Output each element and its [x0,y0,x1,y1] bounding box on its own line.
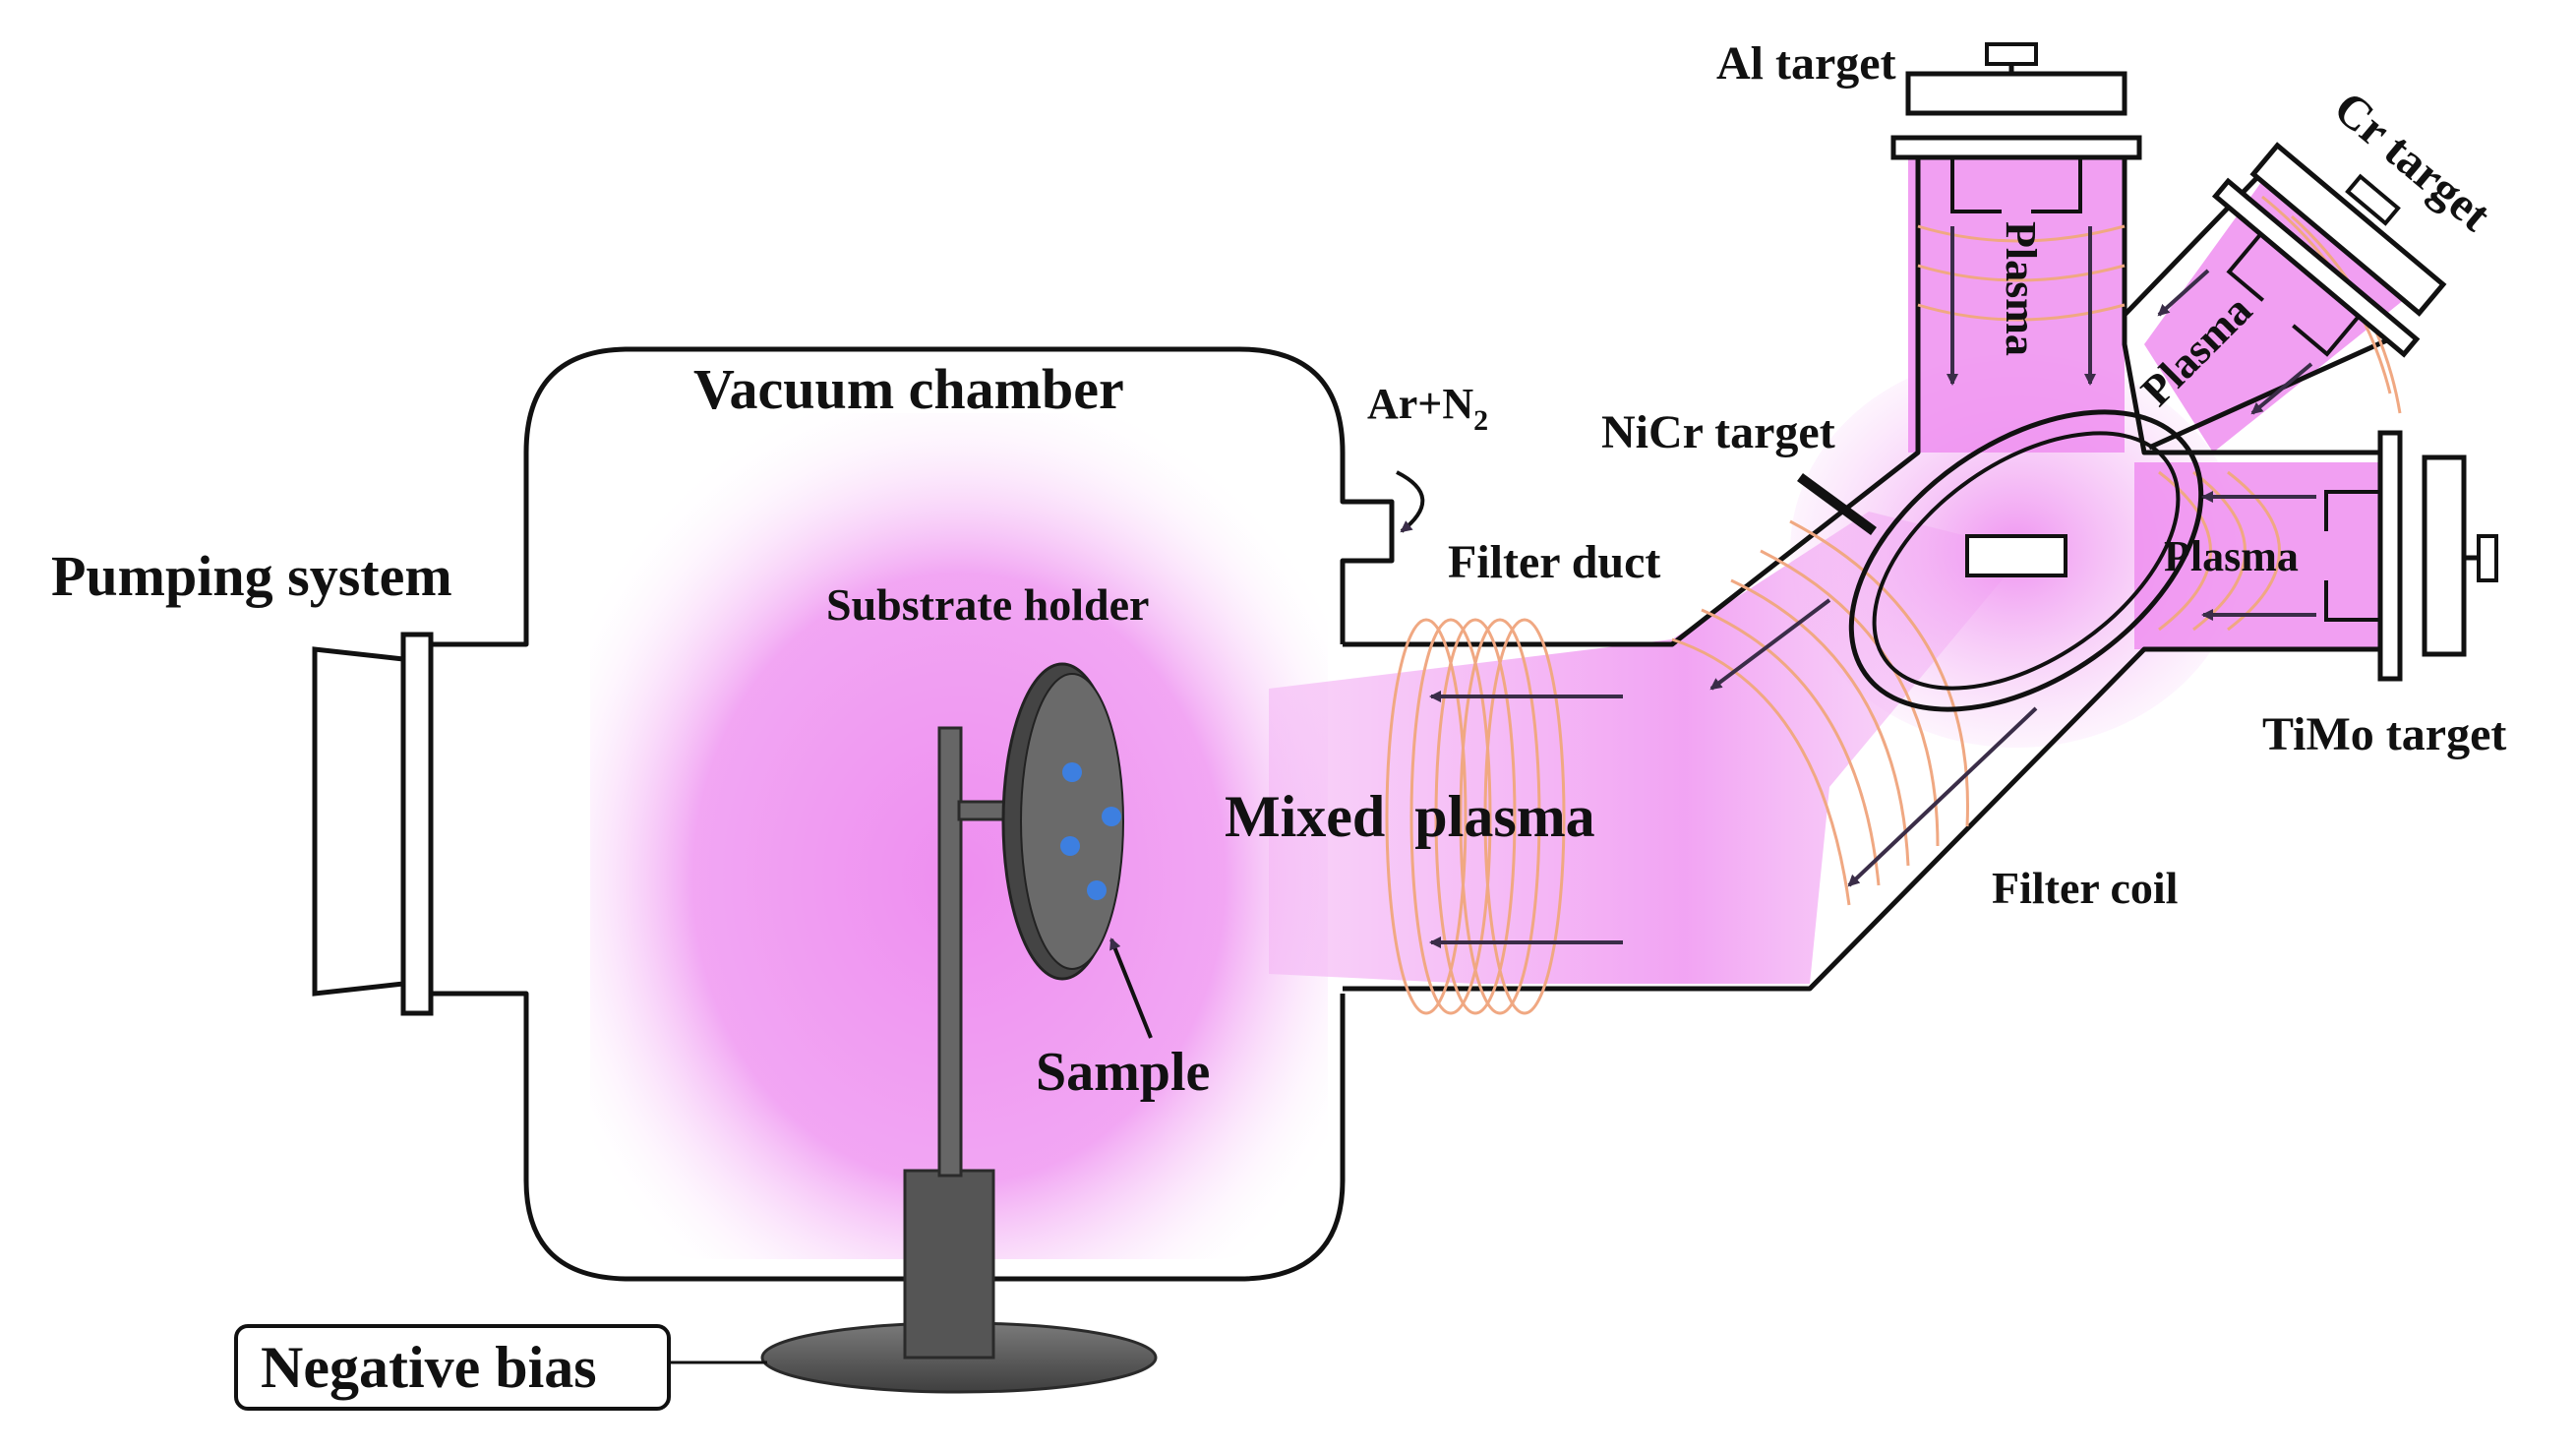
sample-label: Sample [1036,1042,1210,1103]
negative-bias-box [234,1324,671,1411]
timo-inner-flange [2377,430,2403,682]
timo-target-assembly [2324,430,2498,682]
plasma-glow-layer [590,157,2410,1259]
plasma-timo-label: Plasma [2164,532,2299,580]
sample-dot-1 [1062,762,1082,782]
nicr-target-plate [1965,534,2067,577]
al-top-flange [1905,71,2127,116]
al-target-holder [1950,157,2082,213]
holder-lower-post [903,1169,995,1360]
nicr-inner-ring [1872,431,2181,691]
filter-coil-label: Filter coil [1992,863,2178,913]
substrate-holder-label: Substrate holder [826,579,1149,630]
holder-stem [937,726,963,1178]
filter-coils [1385,195,2402,1015]
nicr-target-label: NiCr target [1601,406,1835,458]
filter-duct [1343,148,2402,992]
timo-knob [2477,534,2498,582]
sample-pointer [1109,937,1153,1039]
cr-lower-flange [2211,177,2421,358]
duct-branch-junction-wall [2122,148,2390,455]
nicr-outer-ring [1848,409,2204,712]
pump-cone [312,646,406,997]
filter-duct-label: Filter duct [1448,536,1660,588]
pump-flange [400,632,434,1016]
mixed-plasma-label: Mixed plasma [1225,784,1595,849]
duct-upper-wall [1343,148,1921,647]
vacuum-chamber-label: Vacuum chamber [693,357,1124,421]
al-lower-flange [1890,135,2142,160]
sample-dot-3 [1060,836,1080,856]
plasma-flow-arrows [1429,226,2316,948]
sample-dot-2 [1102,807,1121,826]
al-target-label: Al target [1716,37,1896,90]
substrate-holder-assembly [669,662,1158,1394]
al-target-assembly [1890,42,2142,213]
cr-top-flange [2249,142,2447,317]
negative-bias-label: Negative bias [261,1335,597,1400]
pumping-system-label: Pumping system [51,544,452,608]
plasma-al-label: Plasma [1997,221,2045,356]
pumping-port [312,632,434,1016]
timo-target-label: TiMo target [2262,708,2506,760]
nicr-target-assembly [1797,409,2204,712]
vacuum-chamber-wall [413,346,1395,1282]
gas-inlet-label: Ar+N2 [1367,380,1488,437]
duct-lower-wall [1343,646,2390,992]
nicr-pointer-bar [1797,472,1877,536]
al-knob [1985,42,2038,66]
cr-target-holder [2226,232,2361,357]
sample-dot-4 [1087,880,1107,900]
cr-knob [2345,173,2401,226]
gas-inlet-arrow [1396,470,1425,533]
cr-target-assembly [2211,142,2447,358]
timo-outer-flange [2422,454,2467,657]
timo-target-holder [2324,490,2380,622]
